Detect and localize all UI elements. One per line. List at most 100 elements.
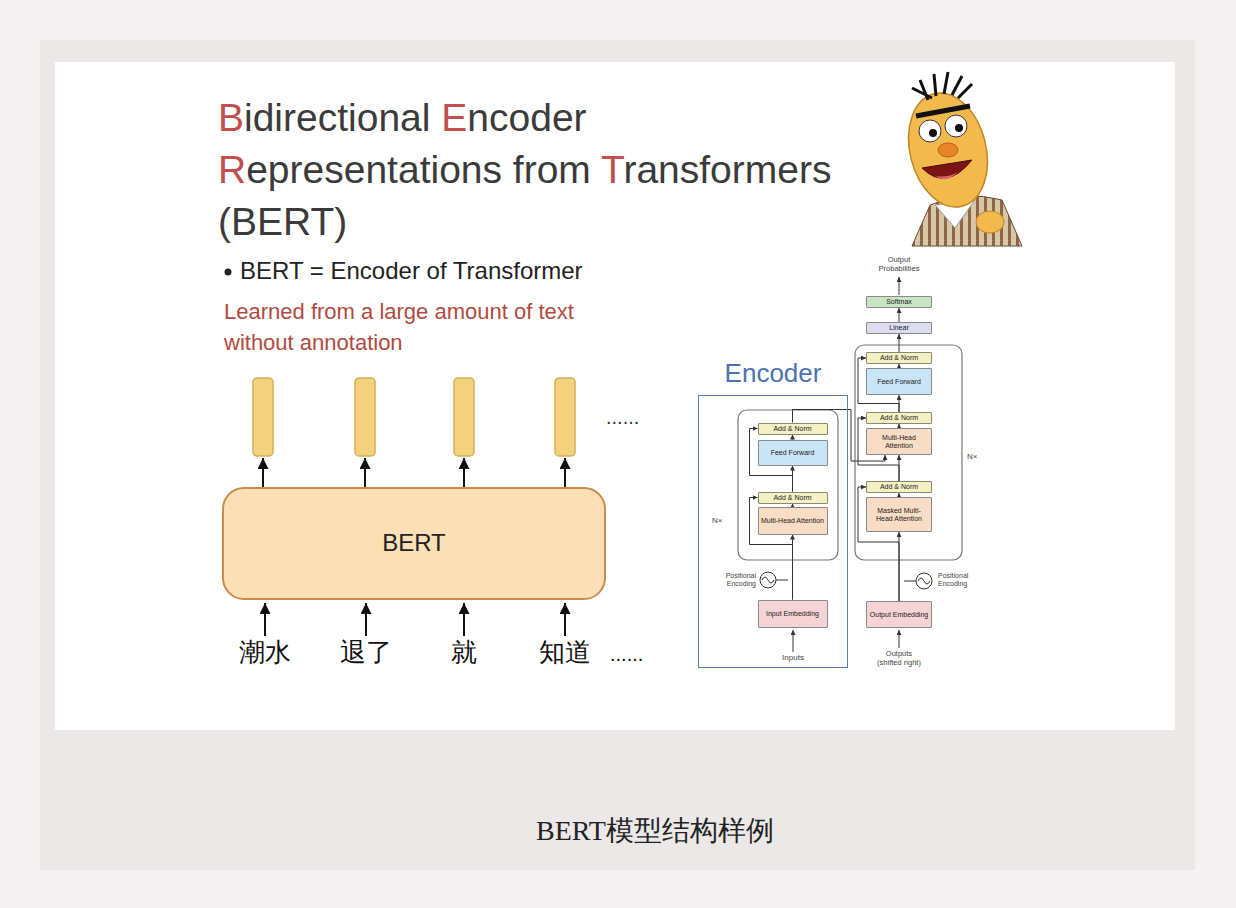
label-part: Encoding [938,580,967,587]
slide-caption: BERT模型结构样例 [355,812,955,850]
up-arrows-part [262,458,264,487]
box-label: Linear [889,324,908,332]
puppet-illustration-part [976,211,1004,233]
encoding-label: Positional Encoding [700,572,756,588]
io-arrows-part [899,630,900,648]
box-label: Masked Multi-Head Attention [869,507,929,522]
puppet-illustration-part [919,120,941,142]
up-arrows-part [264,603,266,636]
softmax-box: Softmax [866,296,932,308]
card [40,40,1195,870]
puppet-illustration-part [935,172,958,179]
output-vectors-part [253,378,273,456]
bullet-text: BERT = Encoder of Transformer [240,257,583,285]
attention-box: Multi-Head Attention [758,507,828,535]
output-label: Outputs (shifted right) [859,650,939,667]
label-part: Positional [938,572,968,579]
token: 就 [419,638,509,668]
title-part: idirectional [244,96,430,139]
attention-box: Multi-Head Attention [866,428,932,455]
box-label: Feed Forward [877,378,921,386]
box-label: Add & Norm [773,494,811,502]
label-part: Output [888,255,911,264]
add-norm-box: Add & Norm [866,481,932,493]
ellipsis: ...... [610,643,643,666]
title-part: E [441,96,467,139]
title-part: epresentations [246,148,502,191]
label-part [508,299,514,324]
label-part [902,658,904,667]
label-part: Probabilities [879,264,920,273]
embedding-box: Output Embedding [866,601,932,628]
data-flow-arrow [899,334,900,352]
repeat-count: N× [967,452,977,461]
title-part: T [601,148,623,191]
label-part: without [224,330,294,355]
box-label: Softmax [886,298,912,306]
label-part: amount [434,299,507,324]
box-label: Add & Norm [773,425,811,433]
slide-title: Bidirectional Encoder Representations fr… [218,92,831,248]
label-part [532,299,538,324]
bert-box: BERT [222,487,606,600]
box-label: Input Embedding [766,610,819,618]
io-arrows-part [793,630,794,652]
repeat-count: N× [712,516,722,525]
title-part: ncoder [467,96,586,139]
label-part: Learned [224,299,305,324]
label-part [294,330,300,355]
positional-encoding-symbols-part [762,577,774,583]
puppet-illustration-part [916,106,970,116]
encoder-frame: EncoderAdd & NormFeed ForwardAdd & NormM… [698,395,848,668]
output-vectors-part [355,378,375,456]
title-part: from [513,148,591,191]
positional-encoding-symbols [760,572,932,589]
label-part [373,299,379,324]
output-vectors-part [454,378,474,456]
box-label: Add & Norm [880,354,918,362]
title-part [591,148,601,191]
add-norm-box: Add & Norm [758,492,828,504]
slide [55,62,1175,730]
label-part: of [514,299,532,324]
puppet-illustration-part [912,72,972,100]
io-arrows-part [899,277,900,295]
output-vectors [253,378,575,456]
input-label: Inputs [768,653,818,662]
label-part: Positional [726,572,756,579]
output-label: Output Probabilities [864,256,934,273]
positional-encoding-symbols-part [904,581,916,582]
encoder-layer-outline [738,410,838,560]
puppet-illustration [897,72,1022,246]
label-part: from [311,299,355,324]
title-part: R [218,148,246,191]
feed-forward-box: Feed Forward [866,368,932,395]
box-label: Add & Norm [880,483,918,491]
label-part [355,299,361,324]
title-part: B [218,96,244,139]
label-part: Outputs [886,649,912,658]
feed-forward-box: Feed Forward [758,440,828,466]
label-part: Encoding [727,580,756,587]
puppet-illustration-part [955,124,963,132]
puppet-illustration-part [922,160,972,178]
label-part: text [538,299,573,324]
up-arrows-part [365,603,367,636]
ellipsis: ...... [606,406,639,429]
title-part: (BERT) [218,200,347,243]
box-label: Multi-Head Attention [869,434,929,449]
puppet-illustration-part [929,129,937,137]
encoding-label: Positional Encoding [938,572,994,588]
token: 退了 [321,638,411,668]
add-norm-box: Add & Norm [866,352,932,364]
puppet-illustration-part [897,85,999,216]
label-part [305,299,311,324]
box-label: Output Embedding [870,611,928,619]
token: 潮水 [220,638,310,668]
add-norm-box: Add & Norm [758,423,828,435]
label-part: annotation [300,330,403,355]
label-part: large [379,299,428,324]
